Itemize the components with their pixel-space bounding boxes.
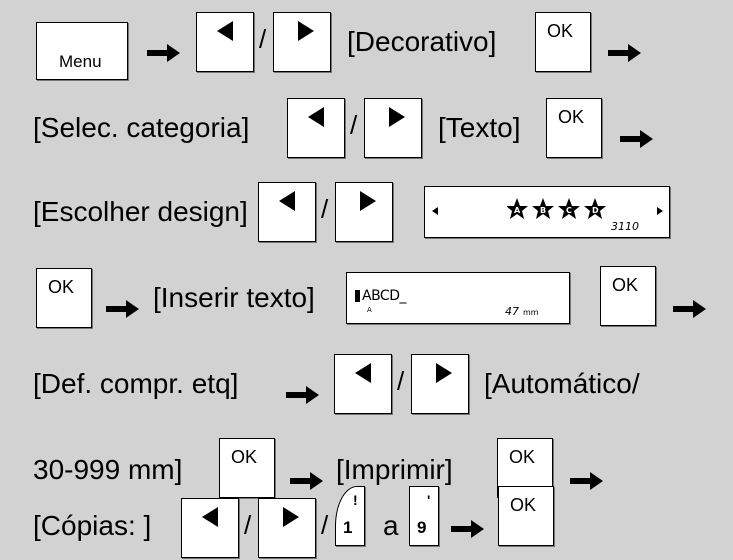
star-letter-icon: A B C D [507, 198, 606, 219]
slash-separator: / [397, 366, 405, 396]
step-imprimir: [Imprimir] [336, 454, 453, 485]
right-arrow-key[interactable] [411, 354, 469, 414]
step-decorativo: [Decorativo] [347, 26, 497, 57]
input-mode: A [367, 306, 372, 314]
right-arrow-key[interactable] [364, 98, 422, 158]
number-key-one[interactable]: ! 1 [335, 486, 365, 546]
right-arrow-icon [608, 44, 641, 62]
ok-key-label: OK [48, 277, 75, 297]
step-escolher-design: [Escolher design] [33, 196, 248, 227]
ok-key[interactable]: OK [219, 438, 275, 498]
left-arrow-key[interactable] [258, 182, 316, 242]
label-size-unit: mm [523, 308, 539, 317]
right-arrow-key[interactable] [335, 182, 393, 242]
step-selec-categoria: [Selec. categoria] [33, 112, 250, 143]
left-arrow-key[interactable] [334, 354, 392, 414]
cursor-indicator [355, 290, 360, 302]
svg-text:C: C [566, 206, 572, 215]
step-def-compr: [Def. compr. etq] [33, 368, 239, 399]
slash-separator: / [259, 24, 267, 54]
ok-key[interactable]: OK [535, 12, 591, 72]
ok-key[interactable]: OK [498, 486, 554, 546]
step-texto: [Texto] [438, 112, 521, 143]
nav-left-icon [432, 207, 438, 215]
right-arrow-icon [106, 300, 139, 318]
number-key-nine-label: 9 [417, 518, 427, 537]
range-separator-a: a [383, 510, 399, 541]
triangle-right-icon [436, 363, 452, 383]
ok-key-label: OK [231, 447, 258, 467]
step-inserir-texto: [Inserir texto] [153, 282, 315, 313]
triangle-right-icon [389, 107, 405, 127]
step-automatico: [Automático/ [484, 368, 640, 399]
triangle-left-icon [202, 507, 218, 527]
number-key-one-alt: ! [353, 492, 358, 508]
number-key-one-label: 1 [343, 518, 353, 537]
lcd-text-display: ABCD_ A 47 mm [346, 272, 570, 324]
right-arrow-icon [286, 386, 319, 404]
right-arrow-icon [570, 472, 603, 490]
right-arrow-icon [290, 472, 323, 490]
ok-key-label: OK [558, 107, 585, 127]
number-key-nine-alt: ' [427, 492, 431, 508]
number-key-nine[interactable]: ' 9 [409, 486, 439, 546]
ok-key[interactable]: OK [600, 266, 656, 326]
triangle-left-icon [279, 191, 295, 211]
step-range: 30-999 mm] [33, 454, 183, 485]
design-code: 3110 [611, 220, 639, 233]
right-arrow-icon [451, 520, 484, 538]
svg-text:B: B [540, 206, 546, 215]
ok-key[interactable]: OK [546, 98, 602, 158]
triangle-left-icon [308, 107, 324, 127]
right-arrow-icon [673, 300, 706, 318]
ok-key-label: OK [510, 495, 537, 515]
right-arrow-icon [620, 130, 653, 148]
triangle-left-icon [355, 363, 371, 383]
slash-separator: / [244, 510, 252, 540]
left-arrow-key[interactable] [287, 98, 345, 158]
triangle-right-icon [360, 191, 376, 211]
slash-separator: / [321, 510, 329, 540]
triangle-left-icon [217, 21, 233, 41]
ok-key-label: OK [612, 275, 639, 295]
triangle-right-icon [283, 507, 299, 527]
ok-key-label: OK [547, 21, 574, 41]
right-arrow-key[interactable] [258, 498, 316, 558]
svg-text:A: A [514, 206, 521, 215]
lcd-design-display: A B C D 3110 [424, 186, 670, 238]
menu-key-label: Menu [59, 52, 102, 71]
slash-separator: / [350, 110, 358, 140]
svg-text:D: D [592, 206, 599, 215]
label-size: 47 [505, 305, 519, 318]
input-text: ABCD_ [362, 288, 407, 304]
slash-separator: / [321, 194, 329, 224]
left-arrow-key[interactable] [181, 498, 239, 558]
triangle-right-icon [298, 21, 314, 41]
left-arrow-key[interactable] [196, 12, 254, 72]
right-arrow-icon [147, 44, 180, 62]
right-arrow-key[interactable] [273, 12, 331, 72]
menu-key[interactable]: Menu [36, 22, 128, 80]
step-copias: [Cópias: ] [33, 510, 152, 541]
ok-key-label: OK [509, 447, 536, 467]
ok-key[interactable]: OK [36, 268, 92, 328]
nav-right-icon [657, 207, 663, 215]
